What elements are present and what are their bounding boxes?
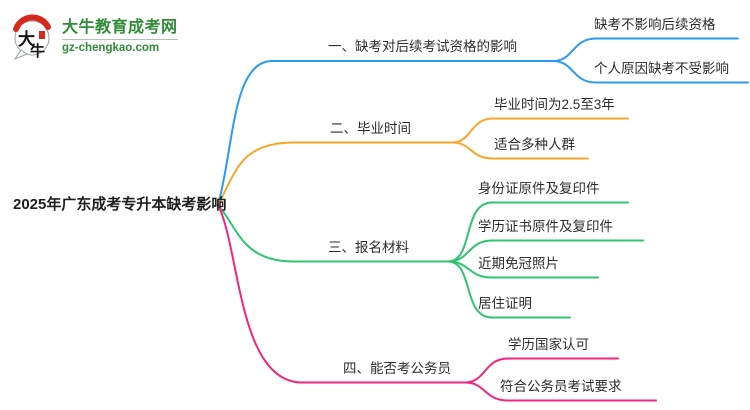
icon-char-da: 大 [18, 29, 35, 49]
root-topic: 2025年广东成考专升本缺考影响 [13, 196, 227, 213]
branch-3-child-4-connector [447, 260, 571, 319]
logo-site-name: 大牛教育成考网 [62, 18, 178, 36]
branch-4-connector [217, 204, 466, 384]
branch-4-child-2: 符合公务员考试要求 [500, 379, 622, 394]
branch-1-label: 一、缺考对后续考试资格的影响 [328, 39, 517, 54]
dainiu-speech-bubble-icon: 大 牛 [13, 14, 51, 60]
branch-4-child-1: 学历国家认可 [508, 337, 589, 352]
branch-3-child-2-connector [447, 239, 644, 263]
branch-2-child-2: 适合多种人群 [494, 137, 575, 152]
bubble-tail [13, 49, 29, 60]
branch-2-child-1: 毕业时间为2.5至3年 [494, 97, 615, 112]
branch-2-label: 二、毕业时间 [330, 121, 411, 136]
branch-1-child-1-connector [552, 37, 739, 62]
branch-1-child-2-connector [552, 60, 749, 84]
branch-3-label: 三、报名材料 [328, 240, 409, 255]
branch-2-connector [217, 141, 453, 206]
branch-1-connector [217, 60, 554, 206]
logo-text-block: 大牛教育成考网 gz-chengkao.com [62, 18, 178, 55]
branch-2-child-2-connector [451, 141, 589, 160]
branch-4-label: 四、能否考公务员 [343, 361, 451, 376]
branch-2-child-1-connector [451, 117, 629, 144]
site-logo: 大 牛 大牛教育成考网 gz-chengkao.com [10, 12, 178, 60]
branch-3-child-1-connector [447, 201, 629, 263]
branch-4-child-2-connector [464, 381, 657, 402]
branch-3-child-3: 近期免冠照片 [478, 256, 559, 271]
branch-1-child-2: 个人原因缺考不受影响 [594, 61, 729, 76]
icon-char-niu: 牛 [30, 42, 45, 60]
branch-1-child-1: 缺考不影响后续资格 [594, 17, 716, 32]
red-cap-arc [13, 14, 51, 32]
branch-3-child-2: 学历证书原件及复印件 [478, 219, 613, 234]
branch-4-child-1-connector [464, 357, 619, 384]
branch-3-child-1: 身份证原件及复印件 [478, 181, 600, 196]
red-seal [39, 31, 45, 39]
branch-3-child-4: 居住证明 [478, 296, 532, 311]
logo-site-url: gz-chengkao.com [62, 38, 178, 55]
branch-3-connector [217, 204, 449, 263]
